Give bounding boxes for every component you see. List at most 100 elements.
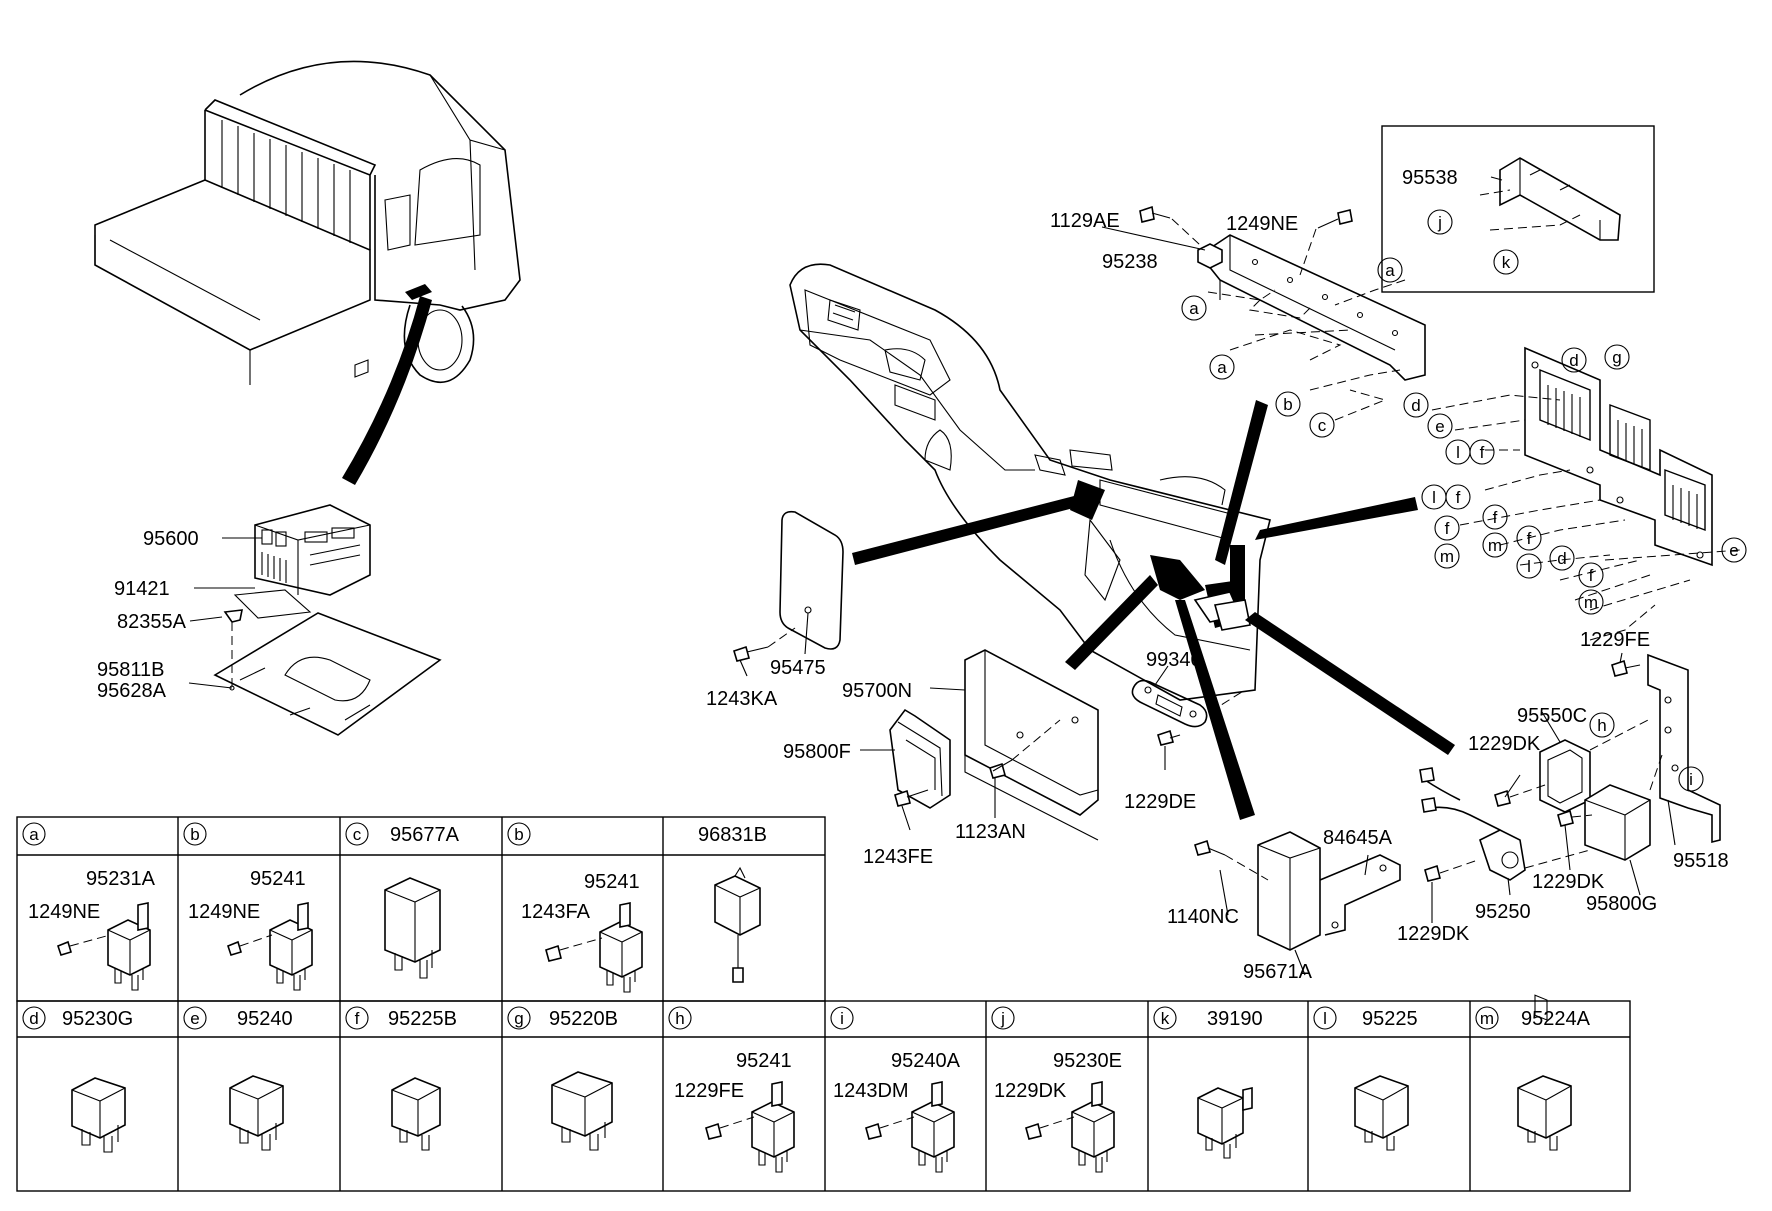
marker-a-3-text: a [1217, 358, 1227, 377]
callout-95518: 95518 [1673, 850, 1729, 872]
callout-1229DE: 1229DE [1124, 791, 1196, 813]
marker-f-1: f [1469, 439, 1495, 465]
part-callouts: 95600 91421 82355A 95811B 95628A 95475 1… [97, 167, 1729, 983]
callout-95600: 95600 [143, 528, 199, 550]
marker-f-6-text: f [1589, 566, 1594, 585]
marker-b-top-text: b [1283, 395, 1292, 414]
marker-m-3-text: m [1584, 593, 1598, 612]
marker-d-2: d [1403, 392, 1429, 418]
legend-f-letter: f [355, 1009, 360, 1028]
callout-leaders [188, 176, 1676, 976]
marker-a-1: a [1377, 257, 1403, 283]
callout-91421: 91421 [114, 578, 170, 600]
callout-95238: 95238 [1102, 251, 1158, 273]
legend-i-letter: i [840, 1009, 844, 1028]
legend-j-part-1: 95230E [1053, 1050, 1122, 1072]
legend-cell-b2: b 95241 1243FA [507, 822, 643, 993]
marker-l-3: l [1516, 553, 1542, 579]
callout-95800G: 95800G [1586, 893, 1657, 915]
marker-l-1-text: l [1456, 443, 1460, 462]
marker-f-4: f [1482, 504, 1508, 530]
callout-1229DK-b: 1229DK [1532, 871, 1605, 893]
callout-99340: 99340 [1146, 649, 1202, 671]
legend-h-part-2: 1229FE [674, 1080, 744, 1102]
legend-k-code: 39190 [1207, 1008, 1263, 1030]
marker-k: k [1493, 249, 1519, 275]
marker-m-2-text: m [1488, 536, 1502, 555]
marker-f-2-text: f [1456, 488, 1461, 507]
legend-cell-h: h 95241 1229FE [668, 1006, 795, 1173]
bracket-95518 [1419, 653, 1721, 882]
legend-cell-96831B: 96831B [698, 824, 767, 983]
legend-cell-j: j 95230E 1229DK [991, 1006, 1122, 1173]
relay-panel-right [1431, 346, 1741, 1021]
legend-k-letter: k [1161, 1009, 1170, 1028]
legend-d-letter: d [29, 1009, 38, 1028]
marker-l-2-text: l [1432, 488, 1436, 507]
module-95671A [1194, 831, 1401, 951]
legend-cell-a: a 95231A 1249NE [22, 822, 156, 991]
legend-e-code: 95240 [237, 1008, 293, 1030]
marker-e-1: e [1427, 413, 1453, 439]
marker-b-top: b [1275, 391, 1301, 417]
callout-1229FE-top: 1229FE [1580, 629, 1650, 651]
marker-e-2-text: e [1729, 541, 1738, 560]
legend-e-letter: e [190, 1009, 199, 1028]
marker-e-1-text: e [1435, 417, 1444, 436]
legend-g-letter: g [514, 1009, 523, 1028]
callout-1140NC: 1140NC [1167, 906, 1239, 928]
marker-h: h [1589, 712, 1615, 738]
marker-d-2-text: d [1411, 396, 1420, 415]
marker-g: g [1604, 344, 1630, 370]
marker-a-2: a [1181, 295, 1207, 321]
inset-bracket-95538 [1381, 125, 1655, 293]
legend-b2-part-2: 1243FA [521, 901, 591, 923]
callout-95538: 95538 [1402, 167, 1458, 189]
legend-c-letter: c [353, 825, 362, 844]
marker-m-2: m [1482, 532, 1508, 558]
legend-cell-d: d 95230G [22, 1006, 133, 1153]
legend-c-code: 95677A [390, 824, 460, 846]
marker-f-2: f [1445, 484, 1471, 510]
legend-cell-e: e 95240 [183, 1006, 293, 1151]
legend-b1-letter: b [190, 825, 199, 844]
marker-j-text: j [1437, 213, 1442, 232]
legend-h-part-1: 95241 [736, 1050, 792, 1072]
legend-g-code: 95220B [549, 1008, 618, 1030]
part-99340 [1131, 679, 1246, 746]
callout-1243KA: 1243KA [706, 688, 778, 710]
truck-illustration [94, 60, 521, 485]
marker-a-1-text: a [1385, 261, 1395, 280]
marker-l-1: l [1445, 439, 1471, 465]
legend-96831B-code: 96831B [698, 824, 767, 846]
callout-82355A: 82355A [117, 611, 187, 633]
marker-i-text: i [1689, 770, 1693, 789]
legend-cell-f: f 95225B [345, 1006, 457, 1151]
callout-95250: 95250 [1475, 901, 1531, 923]
marker-d-3: d [1549, 545, 1575, 571]
callout-1123AN: 1123AN [955, 821, 1026, 843]
marker-a-2-text: a [1189, 299, 1199, 318]
legend-cell-m: m 95224A [1475, 1006, 1591, 1151]
legend-b2-part-1: 95241 [584, 871, 640, 893]
ecu-assembly [213, 504, 442, 736]
callout-84645A: 84645A [1323, 827, 1393, 849]
marker-f-4-text: f [1493, 508, 1498, 527]
legend-h-letter: h [675, 1009, 684, 1028]
legend-a-part-2: 1249NE [28, 901, 100, 923]
legend-m-code: 95224A [1521, 1008, 1591, 1030]
cover-95475 [733, 510, 844, 662]
legend-cell-c: c 95677A [345, 822, 460, 979]
legend-table: a 95231A 1249NE b 95241 1249NE c [16, 816, 1631, 1192]
marker-g-text: g [1612, 348, 1621, 367]
marker-f-5: f [1516, 525, 1542, 551]
legend-cell-g: g 95220B [507, 1006, 618, 1151]
legend-i-part-1: 95240A [891, 1050, 961, 1072]
marker-f-6: f [1578, 562, 1604, 588]
dashboard-illustration [789, 263, 1455, 820]
callout-1129AE: 1129AE [1050, 210, 1120, 232]
marker-d-1-text: d [1569, 351, 1578, 370]
bracket-95700N [889, 649, 1099, 841]
legend-j-letter: j [1000, 1009, 1005, 1028]
callout-95800F: 95800F [783, 741, 851, 763]
